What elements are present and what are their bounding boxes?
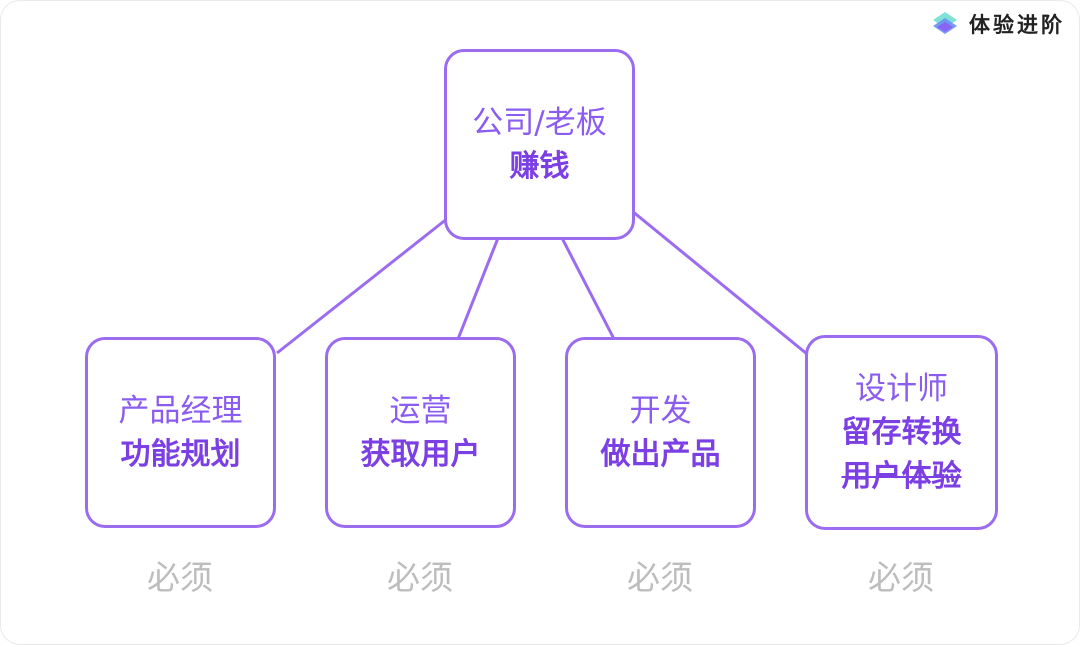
- connector-to-development: [560, 237, 616, 340]
- connector-to-operations: [456, 237, 500, 340]
- root-role-label: 公司/老板: [472, 104, 607, 141]
- layered-diamond-logo-icon: [933, 12, 957, 34]
- node-designer: 设计师 留存转换 用户体验: [805, 335, 998, 530]
- development-goal: 做出产品: [600, 436, 721, 472]
- note-designer: 必须: [868, 558, 934, 597]
- operations-goal: 获取用户: [360, 436, 481, 472]
- note-operations: 必须: [387, 558, 453, 597]
- brand-logo: 体验进阶: [931, 9, 1065, 39]
- root-node-company: 公司/老板 赚钱: [444, 49, 635, 240]
- designer-goal-retention: 留存转换: [841, 414, 962, 450]
- node-development: 开发 做出产品: [565, 337, 756, 528]
- note-product-manager: 必须: [147, 558, 213, 597]
- product-manager-goal: 功能规划: [120, 436, 241, 472]
- product-manager-role: 产品经理: [118, 392, 243, 429]
- node-product-manager: 产品经理 功能规划: [85, 337, 276, 528]
- note-development: 必须: [627, 558, 693, 597]
- operations-role: 运营: [389, 392, 452, 429]
- development-role: 开发: [629, 392, 692, 429]
- node-operations: 运营 获取用户: [325, 337, 516, 528]
- designer-role: 设计师: [855, 370, 948, 407]
- designer-goal-user-experience-struck: 用户体验: [841, 458, 962, 494]
- connector-to-designer: [631, 209, 808, 356]
- root-goal-label: 赚钱: [509, 148, 570, 184]
- brand-name: 体验进阶: [969, 13, 1065, 37]
- connector-to-product-manager: [276, 216, 449, 355]
